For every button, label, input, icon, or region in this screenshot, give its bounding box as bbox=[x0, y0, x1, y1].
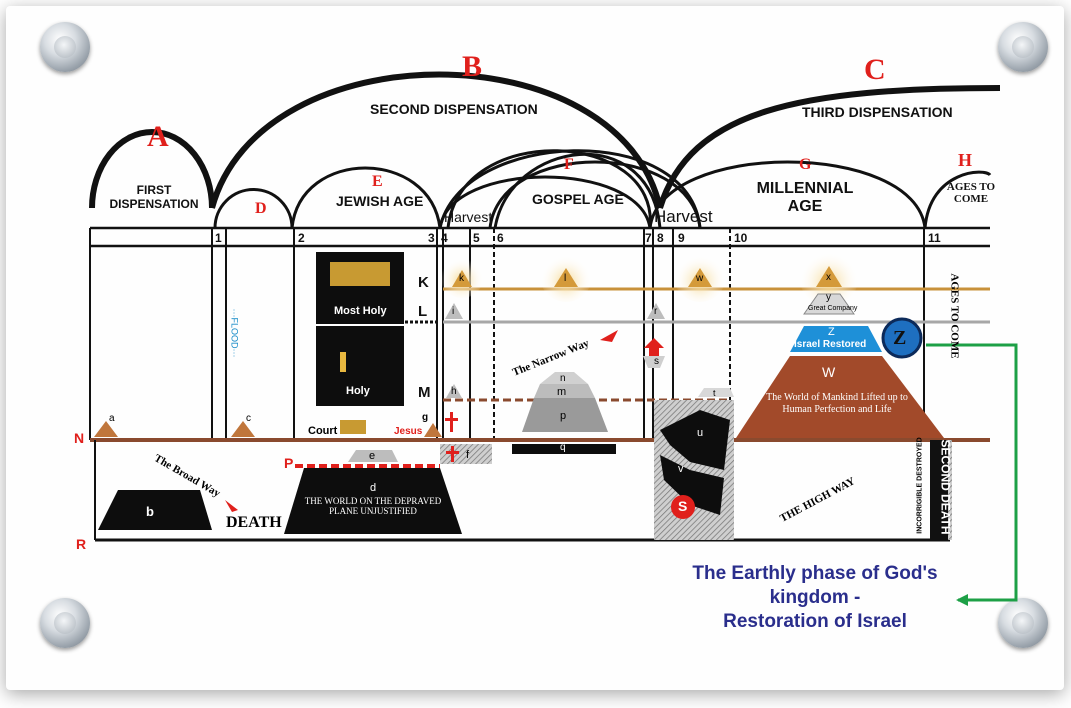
plane-r: R bbox=[76, 536, 87, 552]
arch-third-dispensation bbox=[657, 85, 1001, 209]
jesus-label: Jesus bbox=[394, 426, 423, 437]
ages-to-come-label: AGES TO COME bbox=[946, 181, 996, 205]
letter-s: s bbox=[654, 356, 659, 367]
marker-4: 4 bbox=[441, 231, 448, 245]
great-company-label: Great Company bbox=[808, 305, 858, 312]
z-circle-label: Z bbox=[893, 327, 907, 349]
caption: The Earthly phase of God's kingdom - Res… bbox=[660, 562, 970, 634]
letter-w: w bbox=[696, 273, 704, 284]
screw-icon bbox=[40, 22, 90, 72]
letter-t: t bbox=[713, 388, 716, 398]
marker-10: 10 bbox=[734, 231, 748, 245]
letter-i: i bbox=[452, 306, 455, 317]
section-label-c: C bbox=[864, 53, 886, 86]
age-label-e: E bbox=[372, 173, 383, 190]
screw-icon bbox=[998, 598, 1048, 648]
marker-11: 11 bbox=[928, 231, 941, 245]
first-dispensation-label: FIRST DISPENSATION bbox=[109, 183, 199, 211]
incorrigible-label: INCORRIGIBLE DESTROYED bbox=[916, 437, 924, 534]
letter-p: p bbox=[560, 410, 567, 422]
marker-5: 5 bbox=[473, 231, 480, 245]
arch-first-dispensation bbox=[89, 129, 215, 209]
letter-q: q bbox=[560, 442, 566, 453]
letter-k: k bbox=[459, 273, 464, 284]
marker-7: 7 bbox=[645, 231, 652, 245]
plane-m: M bbox=[418, 384, 431, 401]
age-label-f: F bbox=[564, 156, 574, 173]
caption-line-2: kingdom - bbox=[769, 587, 861, 608]
letter-x: x bbox=[826, 272, 831, 283]
letter-z-upper: Z bbox=[828, 326, 835, 338]
arch-second-dispensation bbox=[209, 71, 663, 209]
plane-k: K bbox=[418, 274, 429, 291]
age-label-g: G bbox=[799, 156, 812, 173]
second-dispensation-label: SECOND DISPENSATION bbox=[370, 101, 538, 117]
letter-y: y bbox=[826, 292, 831, 303]
letter-v: v bbox=[678, 463, 684, 475]
screw-icon bbox=[40, 598, 90, 648]
holy-label: Holy bbox=[346, 385, 370, 397]
letter-e: e bbox=[369, 450, 376, 462]
section-label-a: A bbox=[147, 120, 169, 153]
letter-f: f bbox=[466, 449, 470, 461]
israel-restored-label: Israel Restored bbox=[794, 339, 867, 350]
court-label: Court bbox=[308, 425, 338, 437]
harvest-label-gospel: Harvest bbox=[654, 207, 713, 226]
letter-r: r bbox=[654, 306, 658, 317]
age-label-h: H bbox=[958, 150, 973, 170]
section-label-b: B bbox=[462, 50, 483, 83]
marker-9: 9 bbox=[678, 231, 685, 245]
ages-to-come-vertical: AGES TO COME bbox=[948, 273, 961, 359]
plane-s: S bbox=[678, 498, 688, 514]
letter-w-upper: W bbox=[822, 364, 836, 380]
letter-h: h bbox=[451, 386, 457, 397]
letter-d: d bbox=[370, 482, 377, 494]
letter-b: b bbox=[146, 504, 154, 519]
marker-3: 3 bbox=[428, 231, 435, 245]
plane-l: L bbox=[418, 303, 428, 320]
flood-label: ···FLOOD··· bbox=[229, 308, 240, 358]
plane-n: N bbox=[74, 430, 85, 446]
marker-1: 1 bbox=[215, 231, 222, 245]
death-label: DEATH bbox=[226, 514, 282, 531]
most-holy-label: Most Holy bbox=[334, 305, 387, 317]
letter-l: l bbox=[564, 273, 567, 284]
harvest-label-jewish: Harvest bbox=[444, 209, 493, 225]
screw-icon bbox=[998, 22, 1048, 72]
letter-g: g bbox=[422, 412, 429, 423]
marker-2: 2 bbox=[298, 231, 305, 245]
age-label-d: D bbox=[255, 200, 267, 217]
letter-n: n bbox=[560, 373, 566, 384]
letter-m: m bbox=[557, 386, 567, 398]
millennial-age-label: MILLENNIAL AGE bbox=[756, 180, 854, 215]
world-depraved-label: THE WORLD ON THE DEPRAVED PLANE UNJUSTIF… bbox=[304, 496, 442, 516]
gospel-age-label: GOSPEL AGE bbox=[532, 191, 624, 207]
marker-6: 6 bbox=[497, 231, 504, 245]
caption-line-1: The Earthly phase of God's bbox=[692, 563, 938, 584]
second-death-label: SECOND DEATH bbox=[938, 439, 953, 535]
letter-c: c bbox=[246, 413, 251, 424]
third-dispensation-label: THIRD DISPENSATION bbox=[802, 104, 953, 120]
world-lifted-label: The World of Mankind Lifted up to Human … bbox=[766, 392, 908, 415]
caption-line-3: Restoration of Israel bbox=[723, 611, 907, 632]
jewish-age-label: JEWISH AGE bbox=[336, 193, 424, 209]
letter-a: a bbox=[109, 413, 115, 424]
marker-8: 8 bbox=[657, 231, 664, 245]
plane-p: P bbox=[284, 455, 294, 471]
letter-u: u bbox=[697, 427, 704, 439]
